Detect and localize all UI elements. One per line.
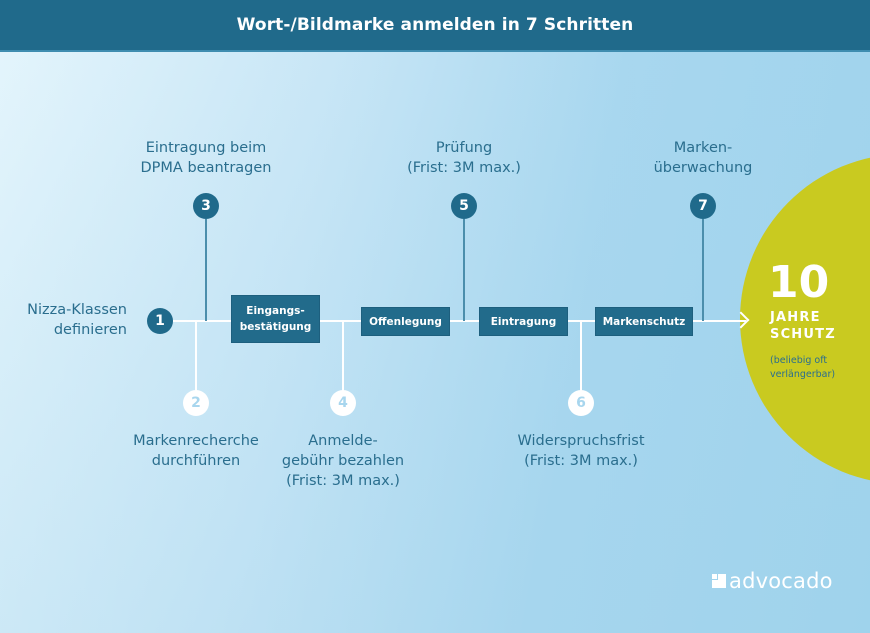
step-1-badge: 1 bbox=[147, 308, 173, 334]
step-5-label: Prüfung (Frist: 3M max.) bbox=[407, 140, 521, 176]
stage-eintragung: Eintragung bbox=[479, 307, 568, 336]
step-2-label: Markenrecherche durchführen bbox=[133, 433, 259, 469]
renewal-note: (beliebig oft verlängerbar) bbox=[770, 355, 836, 380]
page-title: Wort-/Bildmarke anmelden in 7 Schritten bbox=[236, 15, 634, 35]
logo-icon bbox=[712, 574, 726, 588]
step-4-badge: 4 bbox=[330, 390, 356, 416]
step-7-label: Marken- überwachung bbox=[653, 140, 753, 176]
step-2-badge: 2 bbox=[183, 390, 209, 416]
connector-step-3 bbox=[205, 219, 207, 321]
logo-text: advocado bbox=[729, 569, 833, 593]
step-3-label: Eintragung beim DPMA beantragen bbox=[140, 140, 272, 176]
step-5-badge: 5 bbox=[451, 193, 477, 219]
step-7-badge: 7 bbox=[690, 193, 716, 219]
connector-step-2 bbox=[195, 321, 197, 391]
stage-offenlegung: Offenlegung bbox=[361, 307, 450, 336]
step-6-label: Widerspruchsfrist (Frist: 3M max.) bbox=[517, 433, 645, 469]
step-4-label: Anmelde- gebühr bezahlen (Frist: 3M max.… bbox=[281, 433, 405, 489]
years-label: JAHRE SCHUTZ bbox=[770, 310, 836, 342]
timeline-line bbox=[173, 320, 746, 322]
advocado-logo: advocado bbox=[712, 570, 833, 592]
years-number: 10 bbox=[768, 257, 830, 308]
connector-step-4 bbox=[342, 321, 344, 391]
stage-markenschutz: Markenschutz bbox=[595, 307, 693, 336]
connector-step-7 bbox=[702, 219, 704, 321]
header-bar: Wort-/Bildmarke anmelden in 7 Schritten bbox=[0, 0, 870, 52]
step-6-badge: 6 bbox=[568, 390, 594, 416]
connector-step-6 bbox=[580, 321, 582, 391]
step-1-label: Nizza-Klassen definieren bbox=[27, 302, 127, 338]
stage-eingangsbestaetigung: Eingangs- bestätigung bbox=[231, 295, 320, 343]
step-3-badge: 3 bbox=[193, 193, 219, 219]
connector-step-5 bbox=[463, 219, 465, 321]
